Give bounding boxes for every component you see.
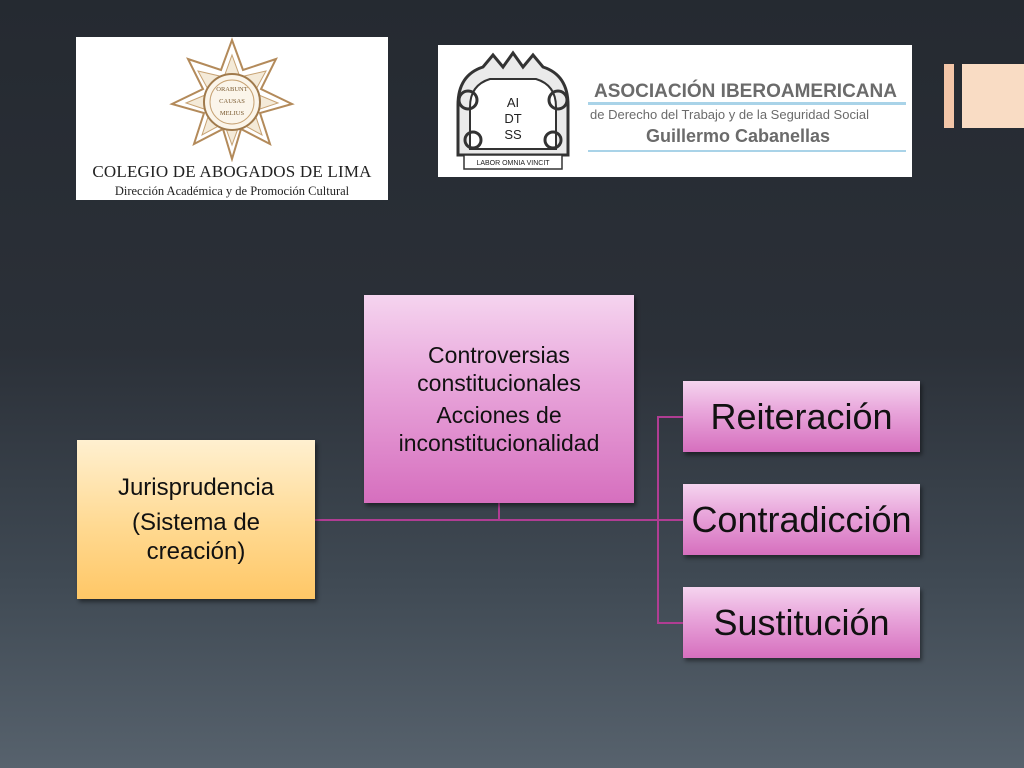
asociacion-iberoamericana-logo: AI DT SS LABOR OMNIA VINCIT ASOCIACIÓN I…: [438, 45, 912, 177]
aidtss-name: Guillermo Cabanellas: [646, 126, 831, 146]
connector-branch-contradiccion: [657, 519, 683, 521]
controversias-line-1: Controversias: [428, 342, 570, 368]
emblem-ss: SS: [504, 127, 522, 142]
emblem-dt: DT: [504, 111, 521, 126]
aidtss-stripe-bottom: [588, 150, 906, 152]
connector-branch-reiteracion: [657, 416, 683, 418]
jurisprudencia-line-3: creación): [146, 538, 246, 565]
sustitucion-node: Sustitución: [683, 587, 920, 658]
reiteracion-label: Reiteración: [710, 395, 893, 437]
motto-line-3: MELIUS: [220, 110, 245, 117]
colegio-abogados-lima-logo: ORABUNT CAUSAS MELIUS COLEGIO DE ABOGADO…: [76, 37, 388, 200]
acciones-line-2: inconstitucionalidad: [398, 430, 600, 456]
reiteracion-node: Reiteración: [683, 381, 920, 452]
acciones-line-1: Acciones de: [436, 402, 562, 428]
contradiccion-node: Contradicción: [683, 484, 920, 555]
controversias-line-2: constitucionales: [417, 370, 581, 396]
motto-line-2: CAUSAS: [219, 98, 245, 105]
controversias-node: Controversias constitucionales Acciones …: [364, 295, 634, 503]
sustitucion-label: Sustitución: [713, 601, 890, 643]
accent-bar-thin: [944, 64, 954, 128]
connector-root-horizontal: [315, 519, 658, 521]
connector-branch-sustitucion: [657, 622, 683, 624]
connector-top-vertical: [498, 503, 500, 520]
jurisprudencia-line-1: Jurisprudencia: [117, 474, 275, 501]
colegio-name: COLEGIO DE ABOGADOS DE LIMA: [92, 162, 372, 181]
aidtss-stripe: [588, 102, 906, 105]
motto-line-1: ORABUNT: [216, 86, 247, 93]
aidtss-title: ASOCIACIÓN IBEROAMERICANA: [594, 81, 897, 102]
contradiccion-label: Contradicción: [691, 498, 912, 540]
emblem-ai: AI: [507, 95, 519, 110]
colegio-subtitle: Dirección Académica y de Promoción Cultu…: [114, 184, 350, 198]
aidtss-subtitle: de Derecho del Trabajo y de la Seguridad…: [590, 107, 869, 122]
jurisprudencia-line-2: (Sistema de: [131, 509, 261, 536]
colegio-star-emblem-icon: ORABUNT CAUSAS MELIUS: [169, 37, 295, 162]
accent-bar-wide: [962, 64, 1024, 128]
emblem-motto: LABOR OMNIA VINCIT: [476, 160, 550, 167]
jurisprudencia-node: Jurisprudencia (Sistema de creación): [77, 440, 315, 599]
aidtss-emblem-icon: AI DT SS LABOR OMNIA VINCIT: [456, 50, 570, 170]
